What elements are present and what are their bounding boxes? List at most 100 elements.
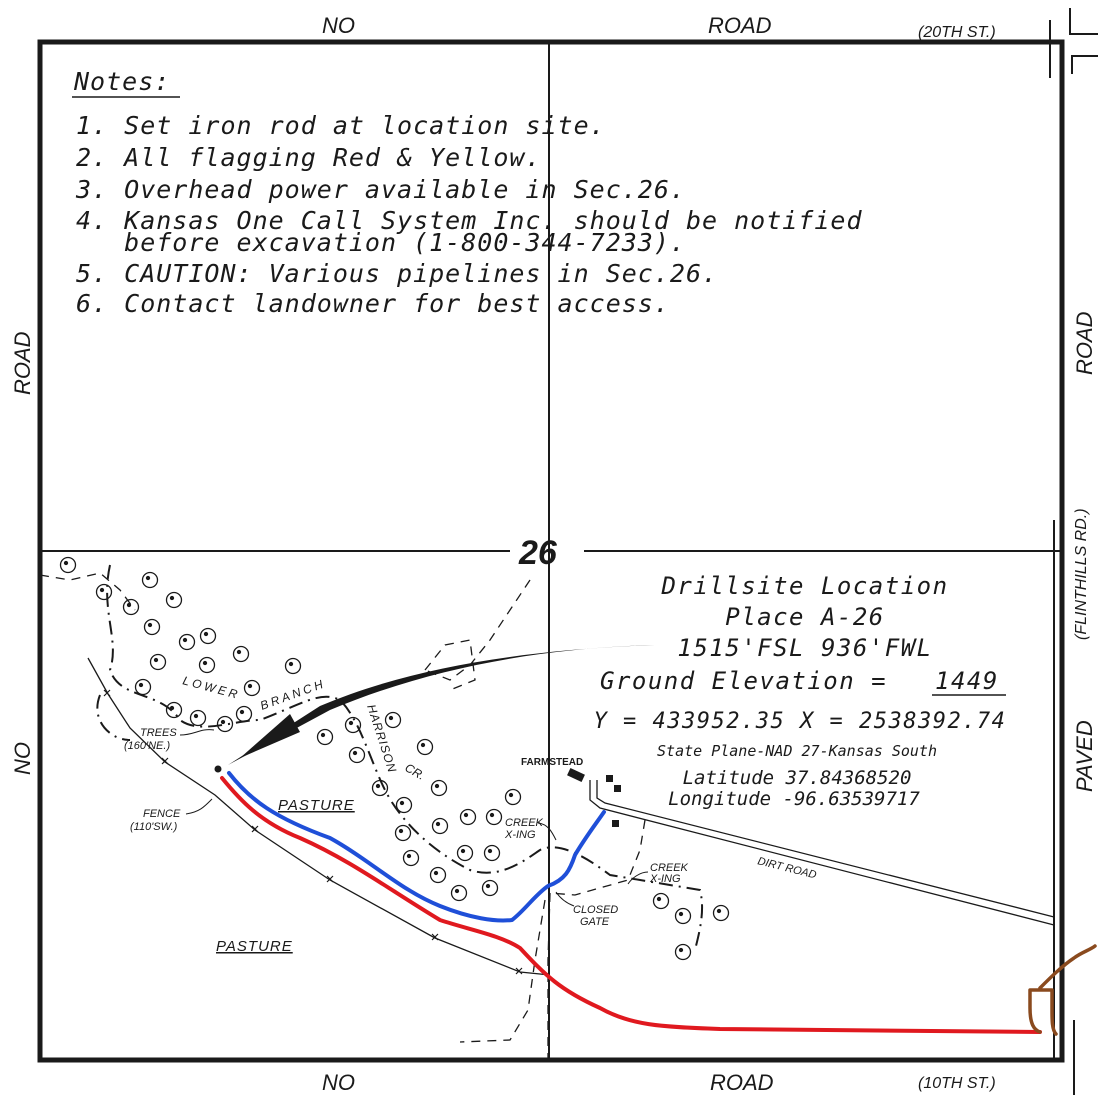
tree-icon	[95, 583, 113, 601]
creek-lines	[96, 564, 704, 951]
route-blue	[227, 771, 606, 923]
tree-icon	[485, 808, 503, 826]
tree-icon	[178, 633, 196, 651]
section-number: 26	[518, 534, 558, 572]
note-6: 6. Contact landowner for best access.	[76, 289, 670, 318]
drillsite-place: Place A-26	[725, 603, 885, 631]
tree-icon	[235, 705, 253, 723]
road-top-right: ROAD	[708, 13, 772, 38]
label-creek-2b: X-ING	[649, 873, 681, 885]
tree-icon	[143, 618, 161, 636]
tree-icon	[122, 598, 140, 616]
drillsite-coords: Y = 433952.35 X = 2538392.74	[594, 709, 1007, 734]
notes-heading: Notes:	[73, 67, 170, 96]
fence-leader	[185, 798, 213, 815]
tree-icon	[384, 711, 402, 729]
label-fence: FENCE	[143, 808, 181, 820]
tree-icon	[504, 788, 522, 806]
label-farmstead: FARMSTEAD	[521, 757, 583, 768]
tree-icon	[165, 591, 183, 609]
tree-icon	[416, 738, 434, 756]
location-leader-arrow	[228, 645, 655, 765]
corner-marks	[1049, 8, 1098, 1095]
tree-icon	[674, 907, 692, 925]
tree-icon	[674, 943, 692, 961]
note-2: 2. All flagging Red & Yellow.	[76, 143, 542, 172]
label-dirt-road: DIRT ROAD	[756, 855, 817, 881]
note-4-cont: before excavation (1-800-344-7233).	[76, 228, 686, 257]
fence-x-marks	[103, 689, 523, 975]
label-pasture-1: PASTURE	[278, 797, 355, 814]
label-creek-1a: CREEK	[505, 817, 544, 829]
drillsite-title: Drillsite Location	[660, 572, 948, 600]
tree-icon	[459, 808, 477, 826]
notes-block: Notes: 1. Set iron rod at location site.…	[72, 67, 863, 318]
tree-icon	[371, 779, 389, 797]
drillsite-elevation-value: 1449	[935, 667, 999, 695]
drillsite-longitude: Longitude -96.63539717	[668, 788, 920, 810]
label-creek-1b: X-ING	[504, 829, 536, 841]
entry-marker	[1028, 944, 1097, 1036]
road-bottom-left: NO	[322, 1070, 355, 1095]
gate-leader	[555, 891, 575, 907]
tree-icon	[394, 824, 412, 842]
road-bottom-name: (10TH ST.)	[918, 1075, 996, 1092]
creek-1-leader	[537, 822, 557, 841]
tree-icon	[456, 844, 474, 862]
tree-icon	[189, 709, 207, 727]
tree-icon	[59, 556, 77, 574]
tree-icon	[712, 904, 730, 922]
drillsite-point	[214, 765, 222, 773]
drillsite-latitude: Latitude 37.84368520	[683, 767, 912, 789]
map-labels: LOWER BRANCH HARRISON CR. TREES (160'NE.…	[124, 673, 818, 955]
tree-icon	[483, 844, 501, 862]
road-right-name: (FLINTHILLS RD.)	[1073, 508, 1090, 640]
tree-icon	[652, 892, 670, 910]
tree-icon	[431, 817, 449, 835]
tree-icon	[348, 746, 366, 764]
note-5: 5. CAUTION: Various pipelines in Sec.26.	[76, 259, 718, 288]
tree-icon	[243, 679, 261, 697]
road-right-upper: ROAD	[1072, 311, 1097, 375]
tree-icon	[216, 715, 234, 733]
label-pasture-2: PASTURE	[216, 938, 293, 955]
note-1: 1. Set iron rod at location site.	[76, 111, 606, 140]
tree-icon	[165, 701, 183, 719]
drillsite-datum: State Plane-NAD 27-Kansas South	[657, 742, 937, 760]
farmstead-buildings	[567, 767, 621, 827]
location-leader-arrowhead	[240, 714, 300, 758]
tree-icon	[134, 678, 152, 696]
label-lower: LOWER	[181, 673, 242, 702]
tree-icon	[198, 656, 216, 674]
drillsite-footage: 1515'FSL 936'FWL	[677, 634, 932, 662]
label-fence-dist: (110'SW.)	[130, 821, 178, 833]
road-bottom-right: ROAD	[710, 1070, 774, 1095]
tree-icon	[481, 879, 499, 897]
trees-leader	[179, 729, 215, 736]
tree-icon	[430, 779, 448, 797]
tree-icon	[232, 645, 250, 663]
tree-icon	[316, 728, 334, 746]
label-gate-a: CLOSED	[573, 904, 618, 916]
tree-icon	[450, 884, 468, 902]
drillsite-info: Drillsite Location Place A-26 1515'FSL 9…	[594, 572, 1007, 810]
tree-icon	[141, 571, 159, 589]
road-left-lower: NO	[10, 742, 35, 775]
tree-icon	[149, 653, 167, 671]
label-creek-2a: CREEK	[650, 862, 689, 874]
tree-cluster	[59, 556, 730, 961]
fence-line	[87, 657, 551, 976]
road-left-upper: ROAD	[10, 331, 35, 395]
label-cr: CR.	[403, 760, 428, 782]
tree-icon	[429, 866, 447, 884]
trail-lines	[39, 572, 646, 1058]
dirt-road	[589, 780, 1055, 926]
section-border	[37, 39, 1065, 1063]
tree-icon	[199, 627, 217, 645]
tree-icon	[344, 716, 362, 734]
note-4: 4. Kansas One Call System Inc. should be…	[76, 206, 863, 235]
label-trees: TREES	[140, 727, 177, 739]
note-3: 3. Overhead power available in Sec.26.	[75, 175, 686, 204]
drillsite-elevation-label: Ground Elevation =	[600, 667, 887, 695]
